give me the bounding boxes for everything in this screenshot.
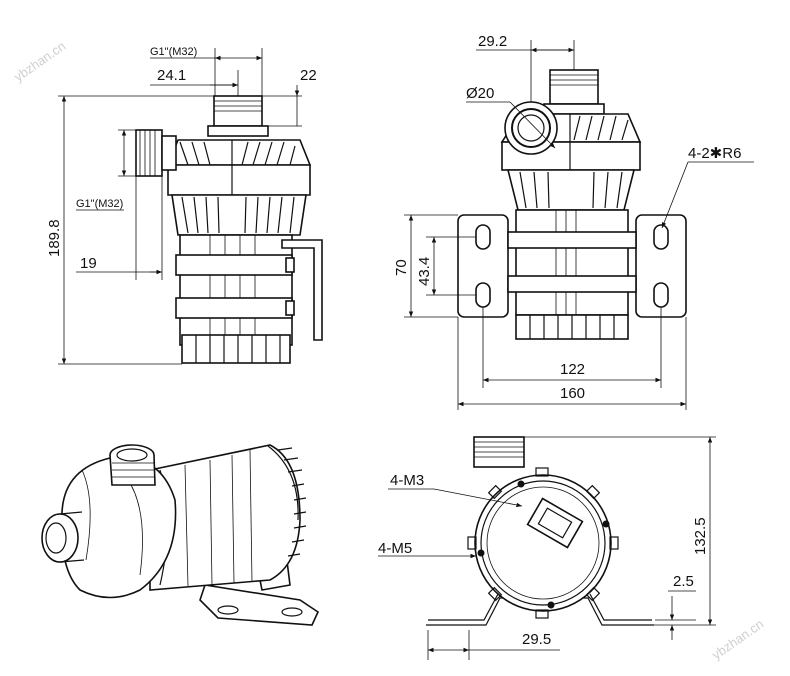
dim-foot-width: 29.5 — [522, 631, 551, 648]
dim-hole-spacing-h: 122 — [560, 361, 585, 378]
clamp-band — [507, 275, 637, 293]
dim-bracket-width: 160 — [560, 385, 585, 402]
dim-screw-m5: 4-M5 — [378, 540, 412, 557]
impeller-housing — [166, 139, 312, 166]
dim-slot: 4-2✱R6 — [688, 145, 741, 162]
dim-inlet-thread: G1"(M32) — [76, 198, 123, 210]
clamp-band — [507, 231, 637, 249]
dim-outlet-offset: 24.1 — [157, 67, 186, 84]
motor-body — [171, 194, 307, 236]
mount-slot — [475, 282, 491, 308]
dim-height: 132.5 — [692, 517, 709, 555]
rear-view: 4-M3 4-M5 132.5 2.5 29.5 — [378, 436, 716, 660]
dim-inlet-length: 19 — [80, 255, 97, 272]
end-cap — [181, 334, 291, 364]
clamp-band — [175, 297, 293, 319]
mount-slot — [475, 224, 491, 250]
side-view: G1"(M32) 24.1 22 189.8 G1"(M32) 19 — [46, 46, 323, 365]
dim-hole-spacing-v: 43.4 — [416, 257, 433, 286]
motor-end-cap — [474, 474, 612, 612]
motor-body — [515, 209, 629, 316]
dim-inlet-diameter: Ø20 — [466, 85, 494, 102]
isometric-view — [41, 444, 320, 626]
mount-slot — [653, 282, 669, 308]
front-view: 29.2 Ø20 4-2✱R6 70 43.4 122 160 — [393, 33, 754, 410]
bracket — [281, 239, 323, 341]
base-plate — [199, 584, 320, 626]
dim-plate-thickness: 2.5 — [673, 573, 694, 590]
dim-total-height: 189.8 — [46, 219, 63, 257]
clamp-band — [175, 254, 293, 276]
dim-inlet-offset: 29.2 — [478, 33, 507, 50]
dim-outlet-height: 22 — [300, 67, 317, 84]
watermark: ybzhan.cn — [11, 38, 68, 84]
watermark: ybzhan.cn — [709, 616, 766, 662]
inlet-port — [41, 513, 79, 563]
foot-left — [426, 597, 510, 626]
cable-connector — [526, 497, 584, 549]
dim-outlet-thread: G1"(M32) — [150, 46, 197, 58]
dim-bracket-height: 70 — [393, 259, 410, 276]
volute — [61, 456, 177, 599]
dim-screw-m3: 4-M3 — [390, 472, 424, 489]
foot-right — [576, 597, 654, 626]
mount-slot — [653, 224, 669, 250]
